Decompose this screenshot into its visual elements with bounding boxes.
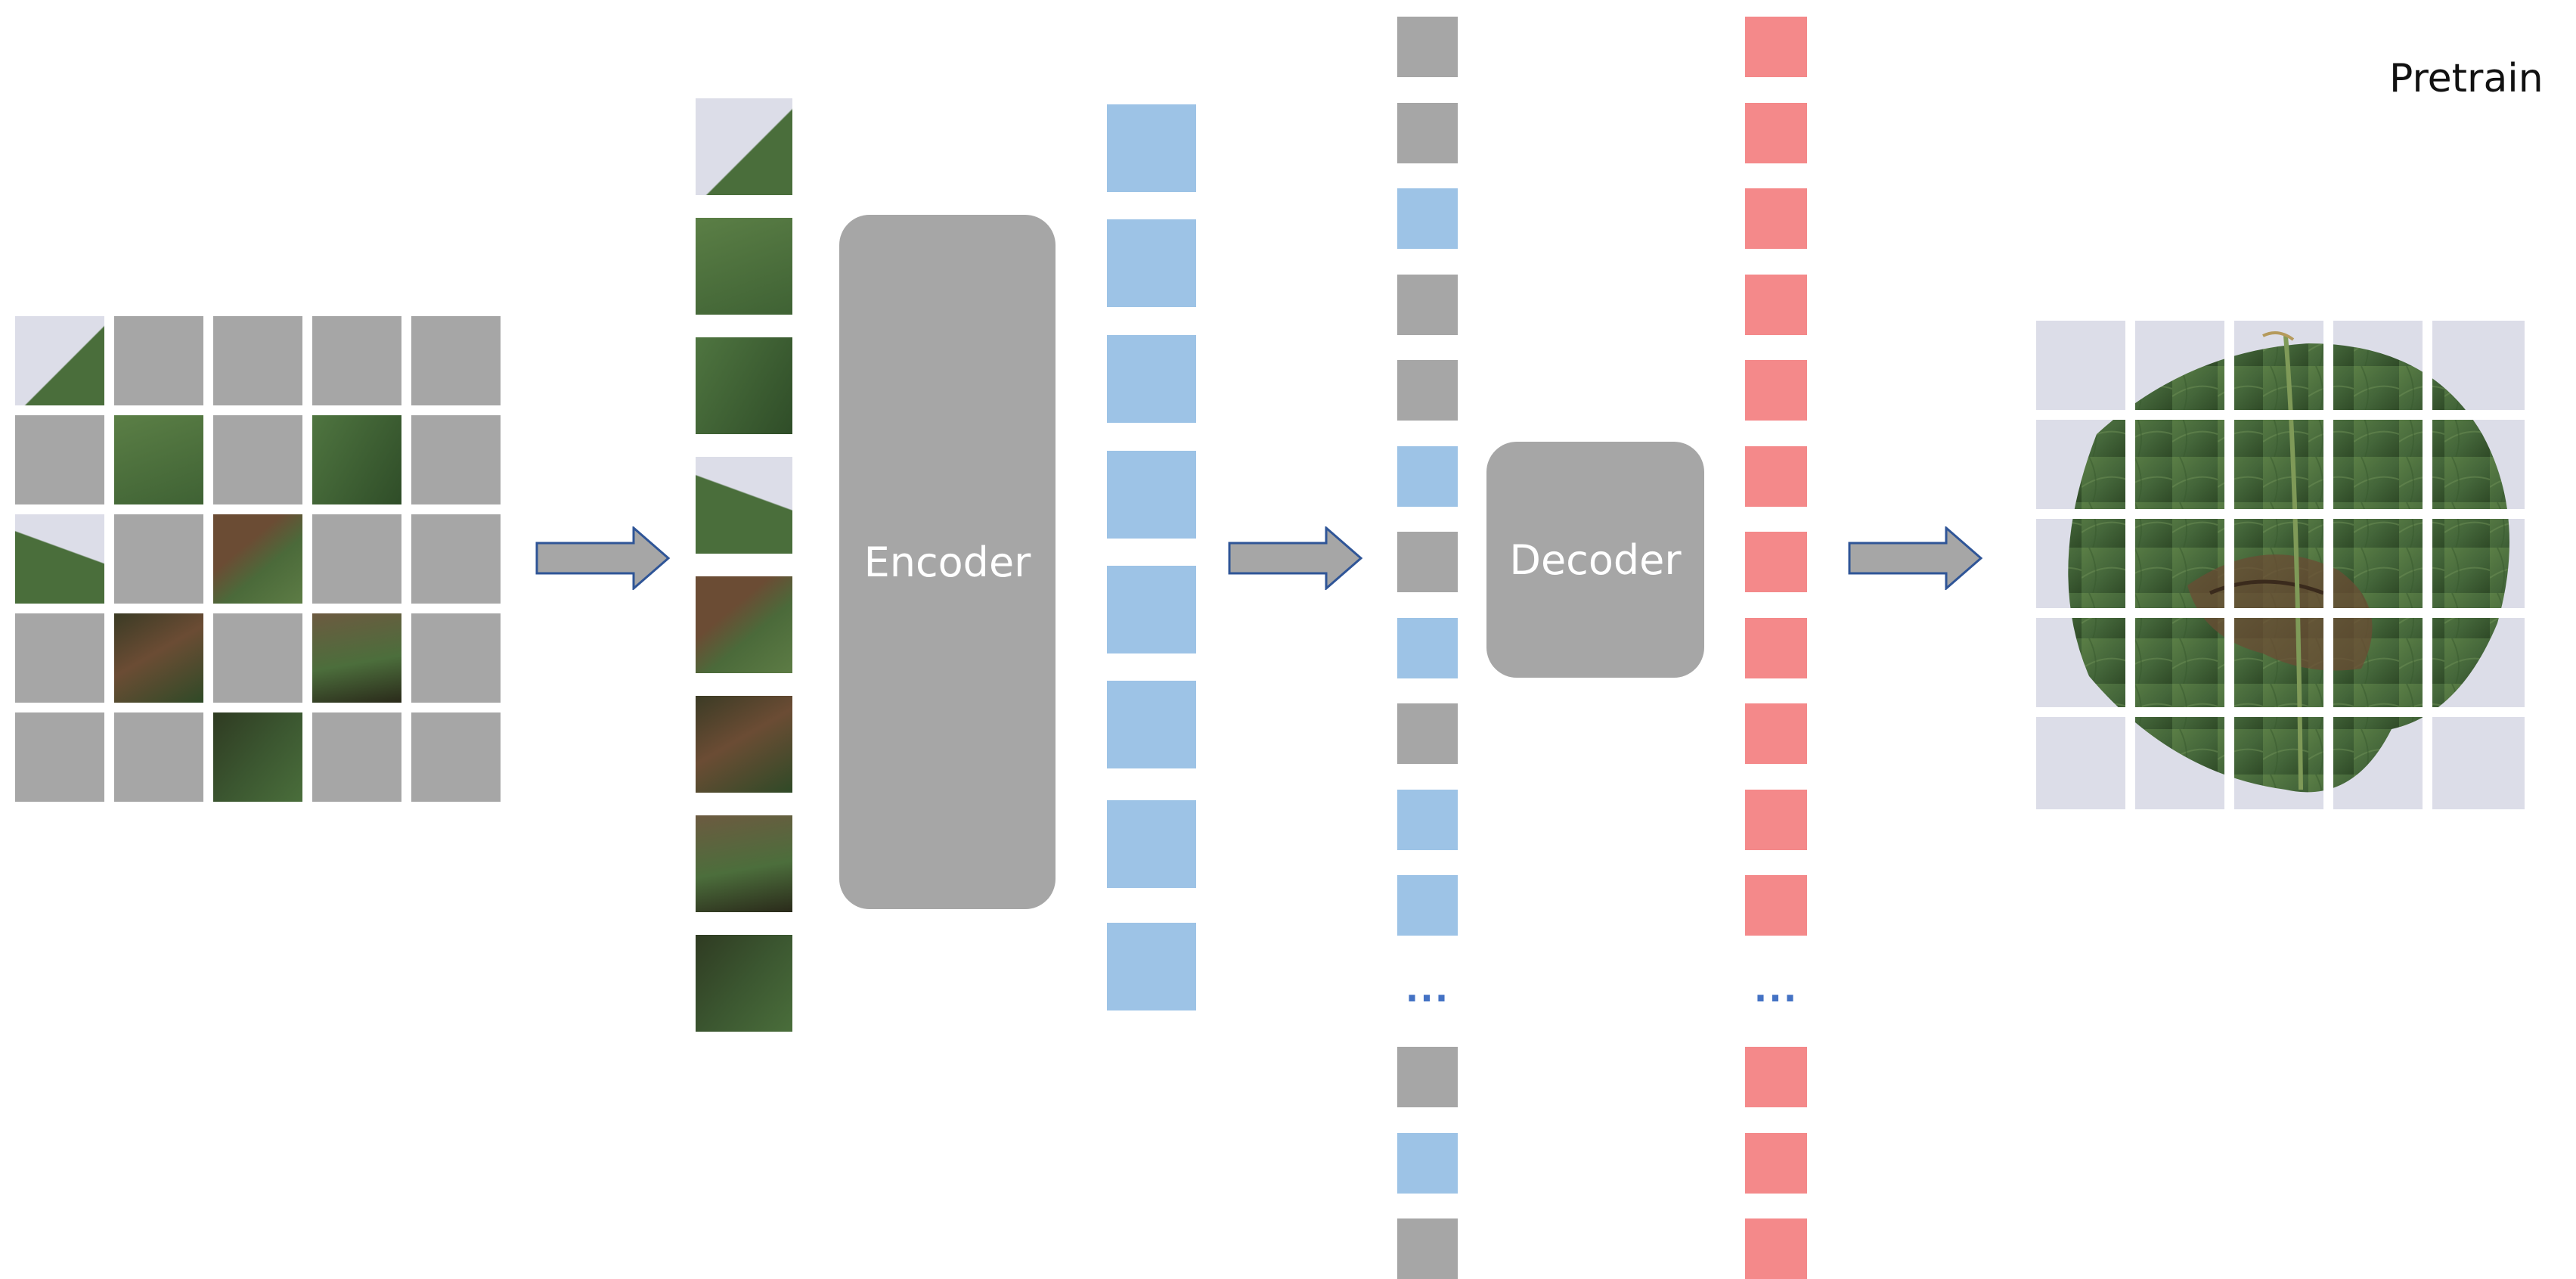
decoded-token bbox=[1745, 532, 1807, 592]
grid-line bbox=[2036, 509, 2525, 519]
ellipsis-icon: ... bbox=[1753, 968, 1799, 1010]
grid-line bbox=[2036, 410, 2525, 420]
masked-patch bbox=[312, 712, 401, 802]
visible-patch bbox=[213, 712, 302, 802]
grid-line bbox=[2036, 608, 2525, 618]
encoded-token bbox=[1397, 789, 1458, 850]
visible-patch-token bbox=[696, 218, 792, 315]
decoded-token bbox=[1745, 703, 1807, 764]
decoded-token bbox=[1745, 274, 1807, 335]
encoded-token bbox=[1107, 923, 1196, 1010]
grid-line bbox=[2224, 321, 2234, 809]
visible-patch bbox=[312, 613, 401, 703]
grid-line bbox=[2423, 321, 2432, 809]
mask-token bbox=[1397, 532, 1458, 592]
decoder-block: Decoder bbox=[1486, 442, 1704, 678]
encoded-token bbox=[1397, 617, 1458, 678]
mask-token bbox=[1397, 1218, 1458, 1279]
decoded-token bbox=[1745, 789, 1807, 850]
decoded-token bbox=[1745, 1132, 1807, 1194]
visible-patch-token bbox=[696, 98, 792, 195]
encoder-block: Encoder bbox=[839, 215, 1056, 909]
encoded-token bbox=[1397, 875, 1458, 936]
arrow-right-icon bbox=[1848, 526, 1983, 590]
visible-patch bbox=[15, 316, 104, 405]
visible-patch bbox=[114, 613, 203, 703]
arrow-right-icon bbox=[535, 526, 671, 590]
mask-token bbox=[1397, 102, 1458, 163]
visible-patch-token bbox=[696, 457, 792, 554]
masked-patch bbox=[312, 514, 401, 604]
mask-token bbox=[1397, 17, 1458, 77]
visible-patch-token bbox=[696, 576, 792, 673]
masked-patch bbox=[411, 514, 501, 604]
mask-token bbox=[1397, 274, 1458, 335]
decoded-token bbox=[1745, 17, 1807, 77]
grid-line bbox=[2036, 707, 2525, 717]
reconstructed-leaf-image bbox=[2036, 321, 2525, 809]
mask-token bbox=[1397, 360, 1458, 421]
encoded-token bbox=[1107, 335, 1196, 423]
masked-patch bbox=[411, 316, 501, 405]
encoded-token bbox=[1397, 445, 1458, 507]
masked-patch bbox=[213, 613, 302, 703]
visible-patch bbox=[213, 514, 302, 604]
visible-patch bbox=[312, 415, 401, 504]
mask-token bbox=[1397, 1047, 1458, 1107]
masked-patch bbox=[114, 712, 203, 802]
visible-patch-token bbox=[696, 696, 792, 793]
grid-line bbox=[2125, 321, 2135, 809]
masked-patch bbox=[312, 316, 401, 405]
masked-patch bbox=[411, 613, 501, 703]
visible-patch bbox=[15, 514, 104, 604]
arrow-right-icon bbox=[1228, 526, 1363, 590]
masked-patch bbox=[114, 316, 203, 405]
decoded-token bbox=[1745, 445, 1807, 507]
reconstruction-grid-lines bbox=[2036, 321, 2525, 809]
grid-line bbox=[2323, 321, 2333, 809]
encoded-token bbox=[1107, 219, 1196, 307]
masked-patch bbox=[15, 613, 104, 703]
decoder-label: Decoder bbox=[1509, 536, 1682, 584]
masked-patch bbox=[15, 415, 104, 504]
decoded-token bbox=[1745, 1218, 1807, 1279]
pretrain-label: Pretrain bbox=[2389, 56, 2543, 101]
encoded-token bbox=[1397, 1132, 1458, 1194]
masked-patch bbox=[15, 712, 104, 802]
decoded-token bbox=[1745, 617, 1807, 678]
decoded-token bbox=[1745, 102, 1807, 163]
decoded-token bbox=[1745, 875, 1807, 936]
visible-patch bbox=[114, 415, 203, 504]
encoded-token bbox=[1107, 800, 1196, 888]
masked-patch bbox=[411, 415, 501, 504]
masked-patch bbox=[213, 415, 302, 504]
visible-patch-token bbox=[696, 815, 792, 912]
encoded-token bbox=[1397, 188, 1458, 249]
mask-token bbox=[1397, 703, 1458, 764]
visible-patch-token bbox=[696, 337, 792, 434]
encoded-token bbox=[1107, 681, 1196, 768]
ellipsis-icon: ... bbox=[1405, 968, 1450, 1010]
encoded-token bbox=[1107, 104, 1196, 192]
encoder-label: Encoder bbox=[863, 538, 1031, 586]
encoded-token bbox=[1107, 451, 1196, 539]
reconstructed-image bbox=[2036, 321, 2525, 809]
masked-patch bbox=[114, 514, 203, 604]
encoded-token bbox=[1107, 566, 1196, 653]
decoded-token bbox=[1745, 1047, 1807, 1107]
masked-patch bbox=[411, 712, 501, 802]
visible-patch-token bbox=[696, 935, 792, 1032]
masked-patch bbox=[213, 316, 302, 405]
decoded-token bbox=[1745, 188, 1807, 249]
decoded-token bbox=[1745, 360, 1807, 421]
